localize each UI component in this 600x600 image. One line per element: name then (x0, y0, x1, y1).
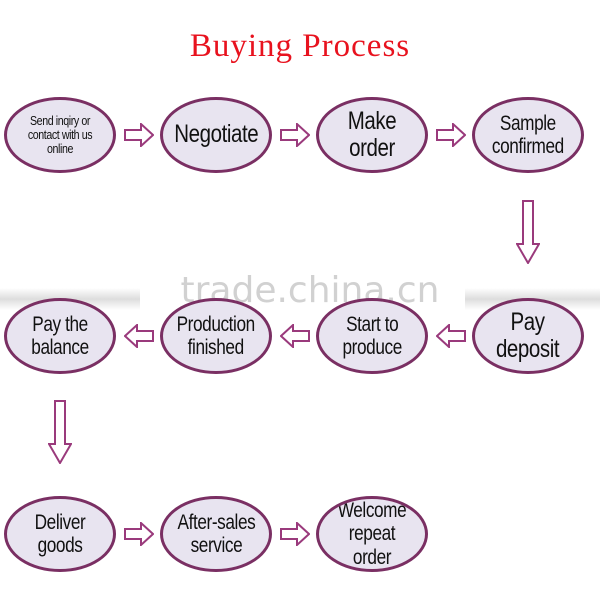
step-negotiate: Negotiate (160, 97, 272, 173)
step-after-sales-service: After-sales service (160, 496, 272, 572)
step-pay-deposit: Pay deposit (472, 298, 584, 374)
step-production-finished: Production finished (160, 298, 272, 374)
step-send-inquiry: Send inqiry or contact with us online (4, 97, 116, 173)
arrow-left-icon (280, 324, 310, 348)
arrow-right-icon (436, 123, 466, 147)
arrow-left-icon (436, 324, 466, 348)
arrow-right-icon (124, 522, 154, 546)
arrow-right-icon (280, 522, 310, 546)
arrow-left-icon (124, 324, 154, 348)
step-sample-confirmed: Sample confirmed (472, 97, 584, 173)
step-pay-the-balance: Pay the balance (4, 298, 116, 374)
arrow-down-icon (516, 200, 540, 264)
arrow-down-icon (48, 400, 72, 464)
step-deliver-goods: Deliver goods (4, 496, 116, 572)
step-make-order: Make order (316, 97, 428, 173)
arrow-right-icon (280, 123, 310, 147)
step-start-to-produce: Start to produce (316, 298, 428, 374)
diagram-title: Buying Process (189, 28, 411, 64)
arrow-right-icon (124, 123, 154, 147)
step-welcome-repeat-order: Welcome repeat order (316, 496, 428, 572)
